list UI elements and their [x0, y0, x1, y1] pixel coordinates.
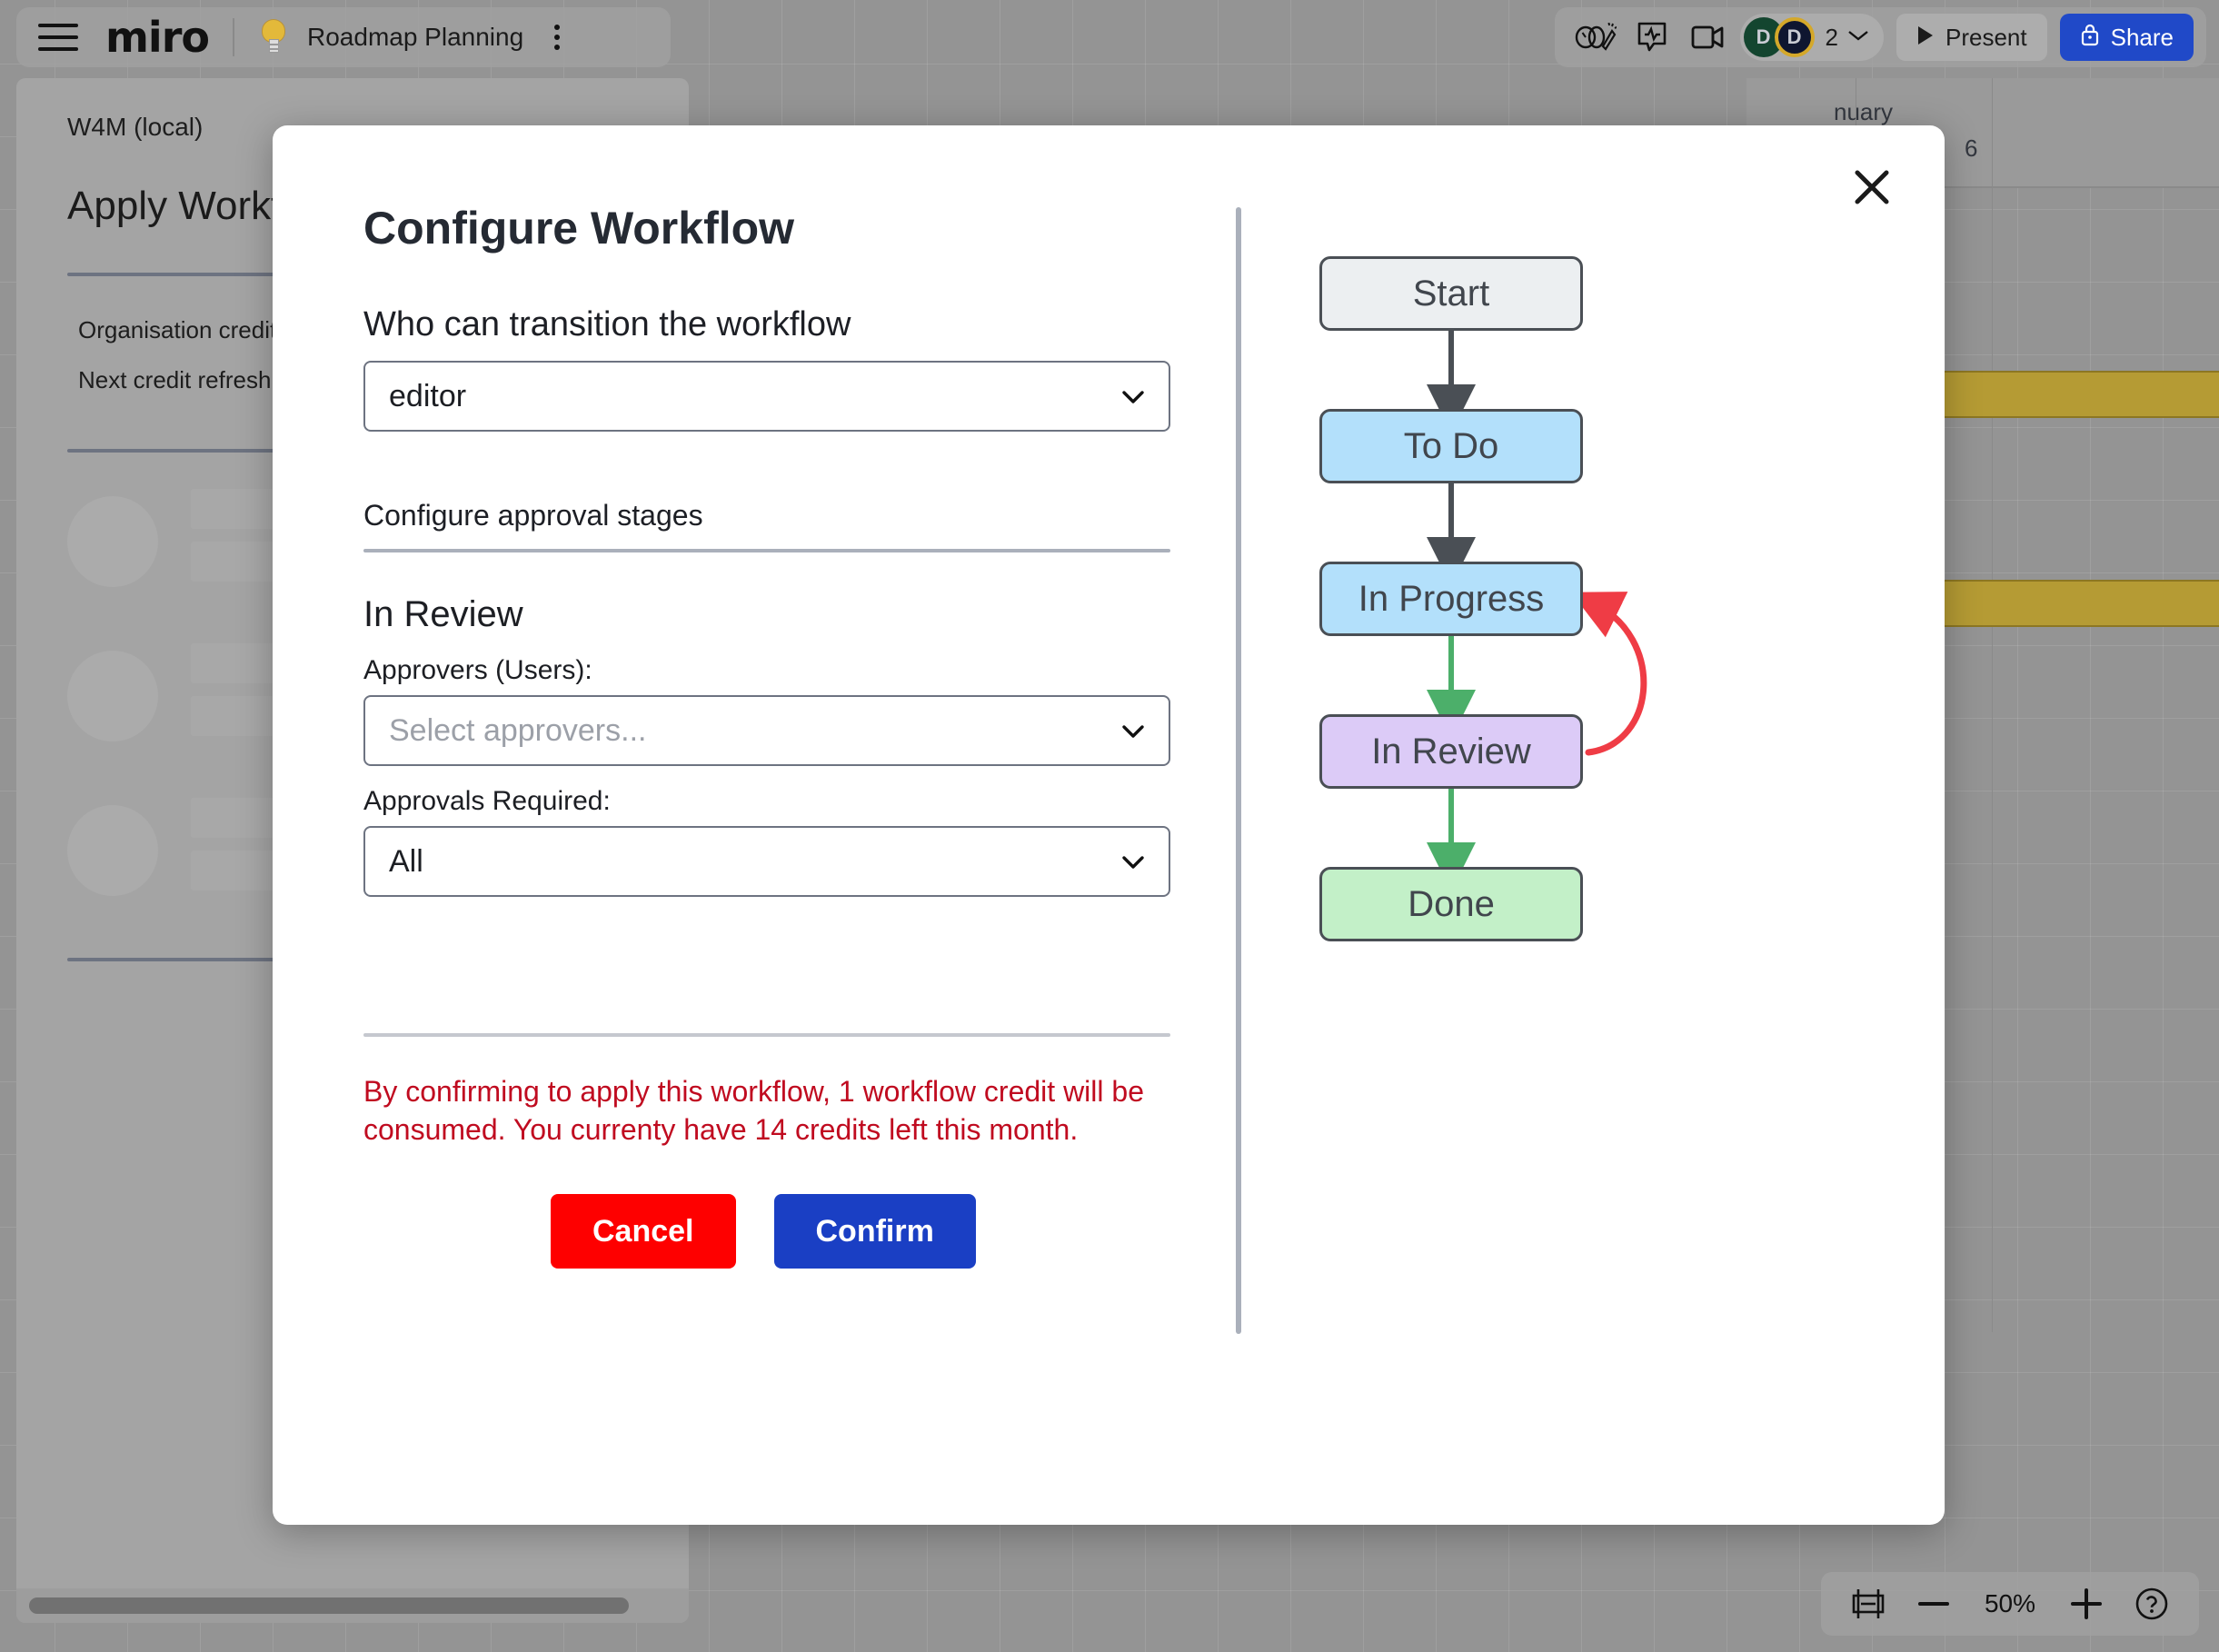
workflow-config-form: Configure Workflow Who can transition th… [273, 176, 1236, 1525]
zoom-in-button[interactable] [2054, 1580, 2119, 1627]
board-menu-kebab-icon[interactable] [554, 25, 561, 50]
timer-confetti-icon[interactable] [1567, 15, 1624, 60]
board-thumbnail-icon [258, 19, 289, 55]
workflow-diagram-panel: Start To Do In Progress In Review Done [1241, 176, 1945, 1525]
credit-warning-text: By confirming to apply this workflow, 1 … [363, 1075, 1144, 1146]
footer-divider [363, 1033, 1170, 1037]
collaborator-count: 2 [1825, 23, 1838, 51]
approval-stages-heading: Configure approval stages [363, 499, 703, 532]
transition-role-value: editor [389, 378, 467, 413]
horizontal-scrollbar[interactable] [16, 1588, 689, 1623]
workflow-edges [1427, 331, 1647, 891]
play-icon [1916, 24, 1935, 52]
organisation-name: W4M (local) [67, 113, 204, 141]
miro-logo: miro [105, 13, 210, 62]
zoom-out-button[interactable] [1901, 1580, 1966, 1627]
share-button[interactable]: Share [2059, 14, 2194, 61]
workflow-node-start[interactable]: Start [1319, 256, 1583, 331]
timeline-gridline [1992, 78, 1993, 1332]
workflow-diagram: Start To Do In Progress In Review Done [1319, 256, 1901, 1219]
chevron-down-icon[interactable] [1847, 29, 1869, 46]
top-right-toolbar: D D 2 Present Share [1554, 7, 2206, 67]
timeline-gridline [1746, 187, 2219, 188]
timeline-month-label: nuary [1834, 98, 1894, 125]
scrollbar-thumb[interactable] [29, 1597, 629, 1614]
approvers-value: Select approvers... [389, 712, 647, 748]
top-left-toolbar: miro Roadmap Planning [16, 7, 671, 67]
avatar[interactable]: D [1774, 17, 1815, 57]
hamburger-menu-icon[interactable] [38, 24, 78, 51]
confirm-button[interactable]: Confirm [773, 1194, 976, 1269]
organisation-credits-line: Organisation credits [78, 316, 289, 343]
chevron-down-icon [1121, 381, 1145, 412]
configure-workflow-modal: Configure Workflow Who can transition th… [273, 125, 1945, 1525]
chevron-down-icon [1121, 846, 1145, 877]
help-question-icon[interactable] [2119, 1580, 2184, 1627]
modal-actions: Cancel Confirm [363, 1194, 1236, 1269]
video-camera-icon[interactable] [1680, 15, 1736, 60]
section-divider [363, 549, 1170, 552]
approvals-required-label: Approvals Required: [363, 786, 611, 816]
lock-icon [2080, 23, 2100, 53]
zoom-toolbar: 50% [1821, 1572, 2199, 1636]
approvals-required-value: All [389, 843, 423, 879]
next-credit-refresh-line: Next credit refresh [78, 366, 272, 393]
workflow-node-done[interactable]: Done [1319, 867, 1583, 941]
modal-vertical-divider [1236, 207, 1241, 1334]
avatar [67, 496, 158, 587]
toolbar-divider [233, 18, 234, 56]
chevron-down-icon [1121, 715, 1145, 746]
collaborator-avatars[interactable]: D D 2 [1739, 14, 1884, 61]
avatar [67, 805, 158, 896]
stage-name: In Review [363, 594, 523, 634]
fit-to-screen-icon[interactable] [1836, 1580, 1901, 1627]
share-label: Share [2110, 23, 2174, 51]
page-title: Configure Workflow [363, 203, 795, 254]
workflow-node-to-do[interactable]: To Do [1319, 409, 1583, 483]
workflow-node-in-progress[interactable]: In Progress [1319, 562, 1583, 636]
approvals-required-select[interactable]: All [363, 826, 1170, 897]
approvers-select[interactable]: Select approvers... [363, 695, 1170, 766]
cancel-button[interactable]: Cancel [551, 1194, 736, 1269]
workflow-node-in-review[interactable]: In Review [1319, 714, 1583, 789]
board-title[interactable]: Roadmap Planning [307, 23, 524, 51]
zoom-level[interactable]: 50% [1984, 1589, 2036, 1617]
timeline-day-label: 6 [1965, 134, 1978, 162]
close-icon[interactable] [1846, 162, 1897, 213]
present-button[interactable]: Present [1896, 14, 2047, 61]
present-label: Present [1945, 23, 2027, 51]
avatar [67, 651, 158, 741]
approvers-label: Approvers (Users): [363, 655, 592, 685]
transition-field-label: Who can transition the workflow [363, 305, 851, 343]
transition-role-select[interactable]: editor [363, 361, 1170, 432]
comment-activity-icon[interactable] [1624, 15, 1680, 60]
